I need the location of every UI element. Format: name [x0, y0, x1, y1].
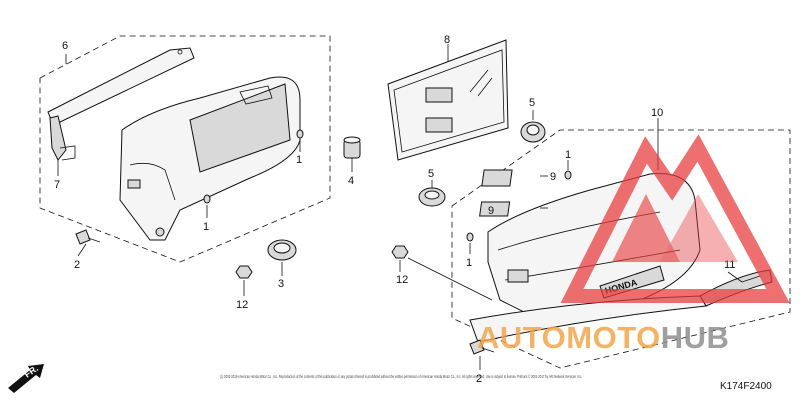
svg-text:AUTOMOTOHUB: AUTOMOTOHUB	[477, 320, 729, 355]
part-9-pad-upper[interactable]	[481, 169, 513, 187]
part-9-pad-lower[interactable]	[479, 201, 511, 217]
part-1-grommet-right-b[interactable]	[466, 232, 474, 242]
figure-code: K174F2400	[720, 381, 772, 392]
callout-1-right-a: 1	[565, 149, 571, 161]
callout-1-left-a: 1	[296, 154, 302, 166]
callout-2-right: 2	[476, 373, 482, 385]
left-assembly-boundary	[39, 35, 331, 263]
part-1-grommet-right-a[interactable]	[564, 170, 572, 180]
front-direction-arrow: FR.	[8, 363, 44, 393]
callout-9-upper: 9	[550, 171, 556, 183]
watermark-part-hub: HUB	[661, 320, 730, 355]
part-4-grommet[interactable]	[343, 136, 361, 159]
callout-12-right: 12	[396, 274, 408, 286]
part-5-grommet-upper[interactable]	[520, 121, 546, 143]
watermark-text: AUTOMOTOHUB	[477, 320, 729, 355]
watermark-logo	[560, 134, 790, 303]
callout-2-left: 2	[74, 259, 80, 271]
copyright-text: (c) 2002-2019 American Honda Motor Co., …	[220, 373, 582, 379]
part-3-rubber-mount[interactable]	[267, 239, 297, 261]
callout-8: 8	[444, 34, 450, 46]
callout-7: 7	[54, 179, 60, 191]
callout-5-lower: 5	[428, 168, 434, 180]
right-lower-rail[interactable]	[469, 295, 707, 343]
part-2-bolt-right[interactable]	[469, 339, 495, 355]
left-side-cover[interactable]	[119, 76, 301, 241]
callout-9-lower: 9	[488, 205, 494, 217]
callout-1-right-b: 1	[466, 257, 472, 269]
part-12-nut-left[interactable]	[235, 265, 253, 279]
part-1-grommet-left-a[interactable]	[296, 129, 304, 139]
part-5-grommet-lower[interactable]	[418, 187, 446, 207]
callout-6: 6	[62, 40, 68, 52]
part-12-nut-right[interactable]	[391, 245, 409, 259]
callout-12-left: 12	[236, 299, 248, 311]
part-6-stay[interactable]	[47, 47, 195, 161]
callouts: 6 7 2 12 3 4 1 1 8 5 5 9 9 1 1 10 11 12 …	[54, 34, 735, 385]
part-8-label-sheet[interactable]	[387, 39, 509, 161]
callout-5-upper: 5	[529, 97, 535, 109]
watermark-part-auto: AUTO	[477, 320, 566, 355]
part-2-bolt-left[interactable]	[75, 229, 101, 245]
right-assembly-boundary	[451, 129, 791, 369]
callout-11: 11	[724, 259, 735, 271]
callout-1-left-b: 1	[203, 221, 209, 233]
callout-4: 4	[348, 175, 354, 187]
callout-3: 3	[278, 278, 284, 290]
watermark-part-moto: MOTO	[566, 320, 660, 355]
part-1-grommet-left-b[interactable]	[203, 194, 211, 204]
callout-10: 10	[651, 107, 663, 119]
